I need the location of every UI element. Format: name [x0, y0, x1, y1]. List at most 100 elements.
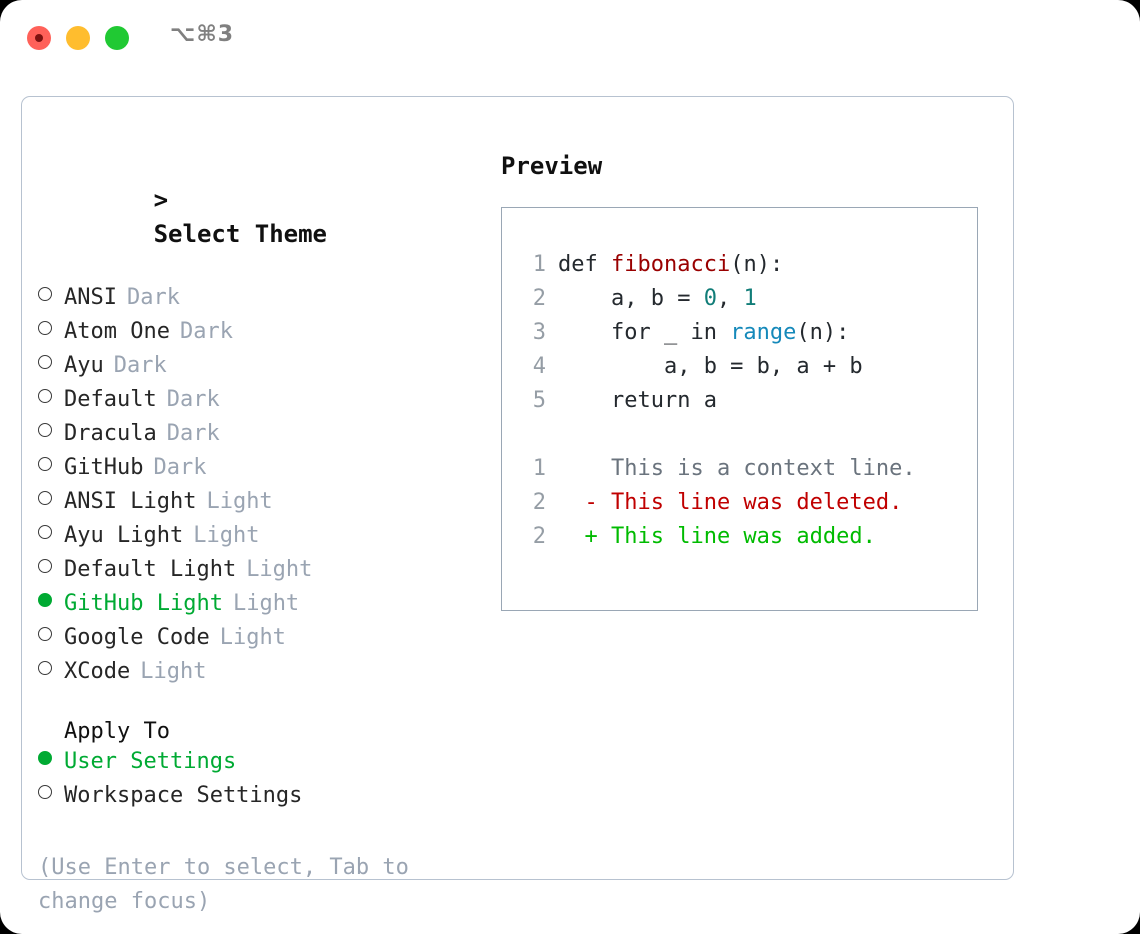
- code-token: 0: [703, 286, 717, 311]
- code-token: return a: [558, 388, 717, 413]
- diff-marker: [558, 456, 611, 481]
- theme-option-dracula[interactable]: Dracula Dark: [38, 421, 488, 455]
- radio-unselected-icon: [38, 321, 52, 335]
- radio-unselected-icon: [38, 661, 52, 675]
- radio-unselected-icon: [38, 491, 52, 505]
- close-window-button[interactable]: [27, 26, 51, 50]
- diff-line: 2 - This line was deleted.: [524, 486, 977, 520]
- code-line: 5 return a: [524, 384, 977, 418]
- theme-option-ansi-light[interactable]: ANSI Light Light: [38, 489, 488, 523]
- theme-option-label: ANSI: [64, 285, 117, 310]
- diff-sample: 1 This is a context line.2 - This line w…: [524, 452, 977, 554]
- radio-selected-icon: [38, 593, 52, 607]
- radio-unselected-icon: [38, 389, 52, 403]
- minimize-window-button[interactable]: [66, 26, 90, 50]
- theme-option-default[interactable]: Default Dark: [38, 387, 488, 421]
- code-token: a, b = b, a + b: [558, 354, 863, 379]
- diff-text: This line was deleted.: [610, 490, 903, 515]
- radio-unselected-icon: [38, 355, 52, 369]
- theme-option-label: Dracula: [64, 421, 157, 446]
- code-line: 2 a, b = 0, 1: [524, 282, 977, 316]
- line-number: 2: [532, 490, 546, 515]
- theme-option-label: GitHub: [64, 455, 144, 480]
- code-token: (n):: [730, 252, 784, 277]
- theme-variant-tag: Light: [232, 591, 300, 616]
- diff-text: This is a context line.: [610, 456, 916, 481]
- theme-option-label: Atom One: [64, 319, 170, 344]
- apply-to-option-user-settings[interactable]: User Settings: [38, 749, 488, 783]
- radio-unselected-icon: [38, 785, 52, 799]
- theme-option-atom-one[interactable]: Atom One Dark: [38, 319, 488, 353]
- theme-option-github[interactable]: GitHub Dark: [38, 455, 488, 489]
- theme-option-label: Ayu Light: [64, 523, 184, 548]
- theme-option-label: XCode: [64, 659, 131, 684]
- radio-unselected-icon: [38, 627, 52, 641]
- theme-option-label: Ayu: [64, 353, 104, 378]
- radio-unselected-icon: [38, 525, 52, 539]
- theme-option-ayu-light[interactable]: Ayu Light Light: [38, 523, 488, 557]
- theme-option-github-light[interactable]: GitHub Light Light: [38, 591, 488, 625]
- apply-to-heading: Apply To: [64, 719, 170, 744]
- traffic-lights: [27, 26, 129, 50]
- theme-variant-tag: Light: [193, 523, 260, 548]
- radio-unselected-icon: [38, 423, 52, 437]
- maximize-window-button[interactable]: [105, 26, 129, 50]
- theme-variant-tag: Dark: [153, 455, 207, 480]
- line-number: 1: [532, 252, 546, 277]
- theme-option-label: ANSI Light: [64, 489, 197, 514]
- theme-option-ansi[interactable]: ANSI Dark: [38, 285, 488, 319]
- diff-marker: +: [558, 524, 611, 549]
- line-number: 1: [532, 456, 546, 481]
- prompt-arrow-icon: >: [153, 186, 169, 214]
- code-token: fibonacci: [610, 252, 731, 277]
- theme-variant-tag: Light: [206, 489, 273, 514]
- code-token: (n):: [796, 320, 850, 345]
- apply-to-option-label: Workspace Settings: [64, 783, 303, 808]
- theme-option-label: Google Code: [64, 625, 210, 650]
- theme-variant-tag: Dark: [126, 285, 180, 310]
- line-number: 2: [532, 524, 546, 549]
- code-spacer: [524, 418, 977, 452]
- radio-unselected-icon: [38, 559, 52, 573]
- code-token: 1: [743, 286, 757, 311]
- diff-line: 1 This is a context line.: [524, 452, 977, 486]
- radio-selected-icon: [38, 751, 52, 765]
- diff-line: 2 + This line was added.: [524, 520, 977, 554]
- line-number: 2: [532, 286, 546, 311]
- code-token: for _ in: [558, 320, 731, 345]
- apply-to-option-label: User Settings: [64, 749, 237, 774]
- theme-variant-tag: Dark: [113, 353, 167, 378]
- code-line: 4 a, b = b, a + b: [524, 350, 977, 384]
- theme-option-label: GitHub Light: [64, 591, 223, 616]
- title-bar: ⌥⌘3: [0, 0, 1140, 76]
- theme-variant-tag: Dark: [166, 387, 220, 412]
- diff-marker: -: [558, 490, 611, 515]
- theme-variant-tag: Dark: [179, 319, 233, 344]
- line-number: 4: [532, 354, 546, 379]
- code-token: range: [730, 320, 797, 345]
- apply-to-option-workspace-settings[interactable]: Workspace Settings: [38, 783, 488, 817]
- code-token: def: [558, 252, 611, 277]
- theme-option-ayu[interactable]: Ayu Dark: [38, 353, 488, 387]
- code-line: 3 for _ in range(n):: [524, 316, 977, 350]
- theme-option-label: Default Light: [64, 557, 237, 582]
- preview-title: Preview: [501, 152, 603, 180]
- page-title-text: Select Theme: [153, 220, 327, 248]
- code-token: a, b =: [558, 286, 704, 311]
- radio-unselected-icon: [38, 287, 52, 301]
- line-number: 5: [532, 388, 546, 413]
- theme-option-label: Default: [64, 387, 157, 412]
- code-line: 1 def fibonacci(n):: [524, 248, 977, 282]
- page-title: > Select Theme: [38, 149, 488, 285]
- theme-variant-tag: Dark: [166, 421, 220, 446]
